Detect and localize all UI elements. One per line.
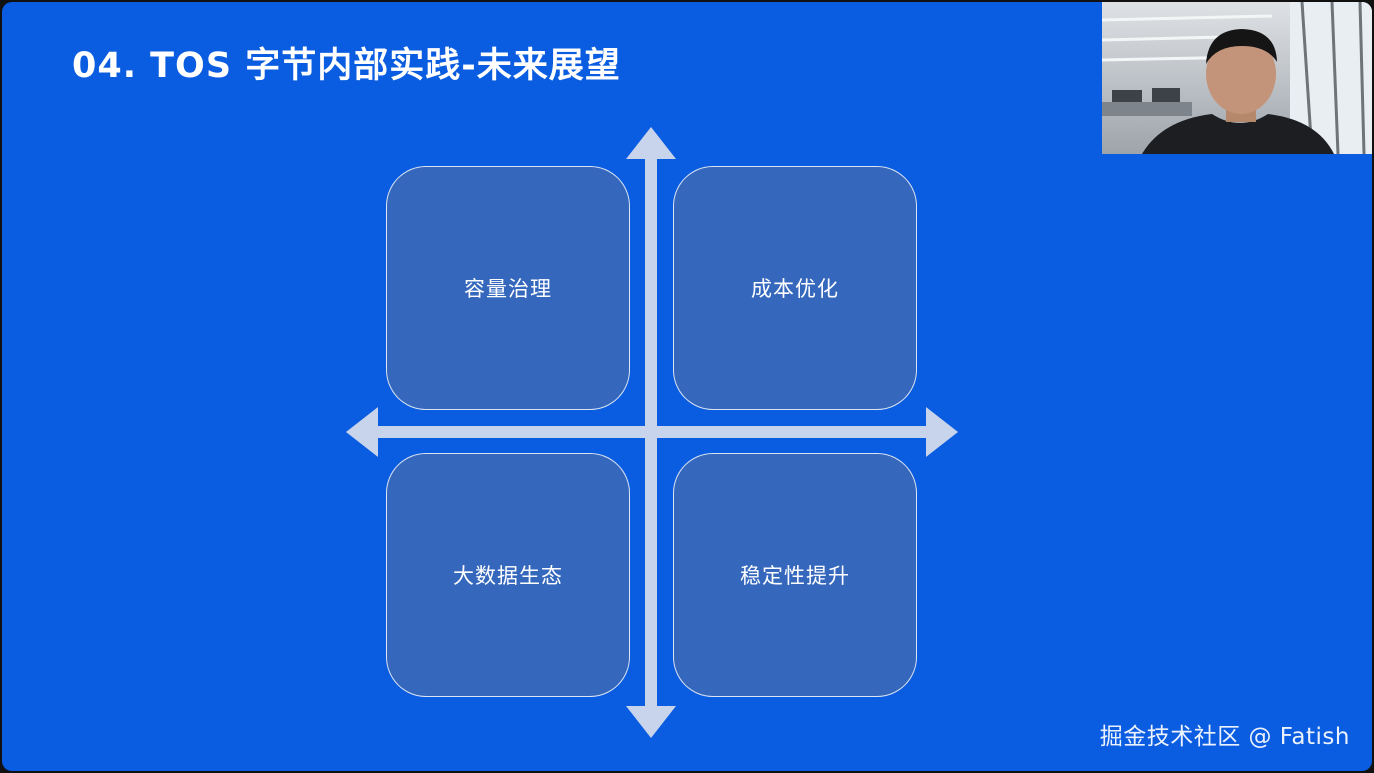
quadrant-label: 稳定性提升 [740,564,850,588]
arrow-left-icon [346,407,378,457]
arrow-down-icon [626,706,676,738]
arrow-right-icon [926,407,958,457]
quadrant-label: 大数据生态 [453,564,563,588]
slide-title: 04. TOS 字节内部实践-未来展望 [72,46,621,86]
quadrant-label: 成本优化 [751,277,839,301]
quadrant-stability-improvement: 稳定性提升 [673,453,917,697]
quadrant-cost-optimization: 成本优化 [673,166,917,410]
horizontal-axis [372,426,932,438]
presenter-video-image [1102,2,1372,154]
presenter-webcam [1102,2,1372,154]
watermark: 掘金技术社区 @ Fatish [1099,724,1350,750]
quadrant-capacity-governance: 容量治理 [386,166,630,410]
vertical-axis [645,152,657,712]
quadrant-big-data-ecosystem: 大数据生态 [386,453,630,697]
quadrant-label: 容量治理 [464,277,552,301]
arrow-up-icon [626,127,676,159]
